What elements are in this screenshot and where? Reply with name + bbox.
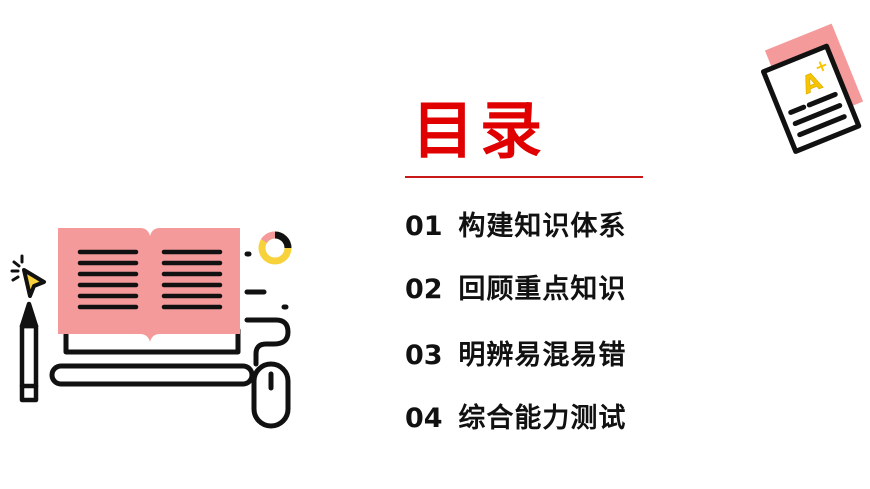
toc-label: 明辨易混易错 <box>458 340 627 371</box>
laptop-icon <box>49 327 255 387</box>
pencil-icon <box>19 301 39 403</box>
cursor-icon <box>10 254 46 298</box>
accent-lines <box>244 251 289 323</box>
toc-number: 01 <box>405 211 443 242</box>
toc-number: 03 <box>405 340 443 371</box>
toc-number: 02 <box>405 274 443 305</box>
toc-label: 回顾重点知识 <box>458 274 627 305</box>
toc-label: 综合能力测试 <box>458 403 627 434</box>
grade-plus: + <box>812 55 832 78</box>
graded-paper-icon: A + <box>760 23 864 154</box>
donut-chart-icon <box>258 231 292 265</box>
book-icon <box>58 228 240 342</box>
mouse-icon <box>247 317 291 429</box>
toc-item-3[interactable]: 03 明辨易混易错 <box>405 342 626 369</box>
toc-label: 构建知识体系 <box>458 211 627 242</box>
toc-item-4[interactable]: 04 综合能力测试 <box>405 405 626 432</box>
toc-number: 04 <box>405 403 443 434</box>
title-divider <box>405 176 643 178</box>
toc-item-1[interactable]: 01 构建知识体系 <box>405 213 626 240</box>
toc-item-2[interactable]: 02 回顾重点知识 <box>405 276 626 303</box>
page-title: 目录 <box>412 94 549 167</box>
